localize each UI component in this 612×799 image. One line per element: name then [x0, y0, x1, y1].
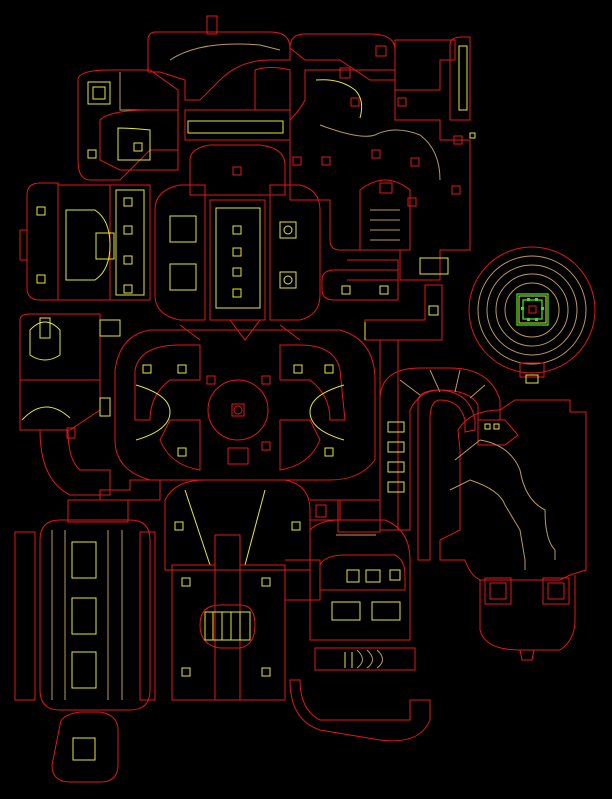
map-region-bottom-left-pod	[14, 499, 156, 783]
map-region-top-center-pipes	[147, 15, 471, 141]
map-region-central-hub	[114, 319, 376, 481]
map-region-left-wing	[19, 182, 151, 301]
map-region-lower-center-chamber	[164, 479, 311, 701]
map-region-teleporter-ring	[468, 246, 596, 384]
map-region-left-hall	[19, 313, 121, 496]
map-region-central-pods	[154, 144, 321, 321]
map-region-upper-right-complex	[289, 67, 476, 281]
map-region-connector-corridors	[99, 340, 399, 601]
map-region-right-wing	[439, 399, 587, 661]
map-region-lower-right-hall	[289, 499, 431, 742]
map-region-top-left-tower	[77, 69, 179, 181]
map-region-center-bridges	[321, 269, 443, 341]
player-marker	[516, 293, 549, 326]
